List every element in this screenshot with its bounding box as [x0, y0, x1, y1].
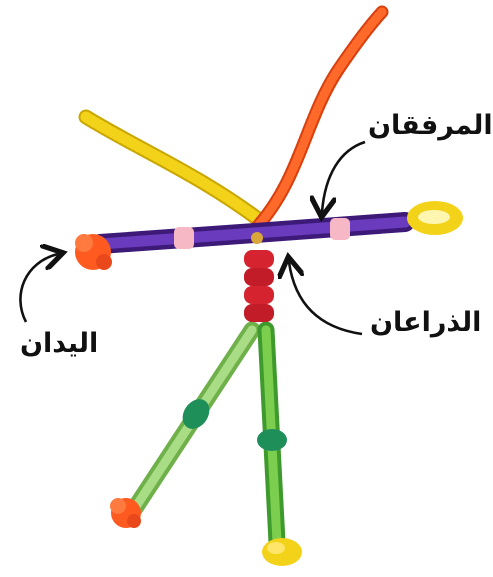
right-leg	[257, 330, 302, 566]
left-leg	[110, 330, 252, 528]
yellow-head-pipe-cleaner	[86, 117, 262, 222]
right-foot-pom	[262, 538, 302, 566]
left-foot-pom	[110, 498, 141, 528]
arms-label: الذراعان	[370, 309, 481, 336]
curved-arrow-icon	[289, 262, 362, 334]
body-beads	[244, 232, 274, 322]
leg-bead	[257, 429, 287, 451]
hands-label: اليدان	[20, 330, 98, 357]
elbow-bead	[330, 218, 350, 240]
elbow-bead	[174, 227, 194, 249]
elbows-label: المرفقان	[368, 112, 493, 139]
orange-head-pipe-cleaner	[256, 12, 382, 228]
curved-arrow-icon	[20, 254, 58, 322]
curved-arrow-icon	[322, 142, 365, 212]
right-hand-loop	[407, 201, 463, 235]
